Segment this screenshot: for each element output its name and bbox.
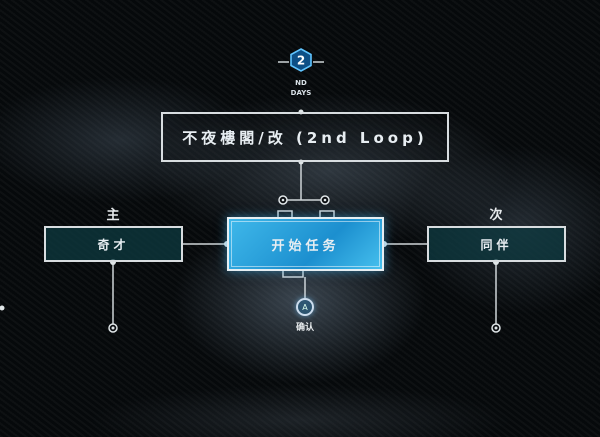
day-label: ND DAYS (291, 78, 312, 98)
main-header: 主 (106, 208, 120, 223)
chapter-title-box: 不夜樓閣/改 (2nd Loop) (161, 112, 449, 162)
day-number: 2 (297, 54, 305, 68)
sub-header: 次 (489, 208, 503, 223)
confirm-label: 确认 (295, 323, 315, 333)
a-button-icon[interactable]: A (296, 298, 314, 316)
day-badge-icon: 2 (290, 48, 312, 72)
main-character-button[interactable]: 奇才 (44, 226, 183, 262)
partner-button[interactable]: 同伴 (427, 226, 566, 262)
days-text: DAYS (290, 89, 312, 97)
day-suffix: ND (295, 79, 307, 87)
start-mission-button[interactable]: 开始任务 (227, 217, 384, 271)
